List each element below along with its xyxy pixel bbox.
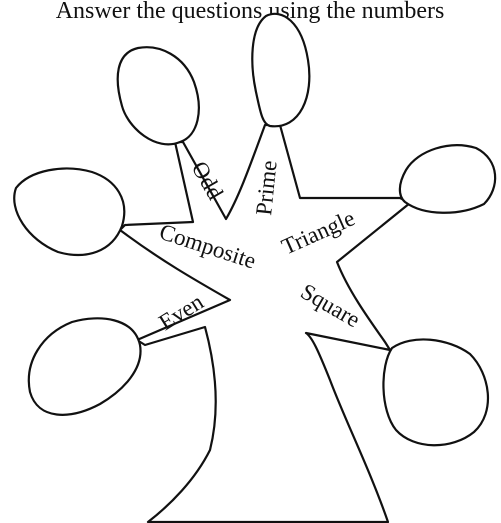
composite-fruit [13, 167, 126, 256]
prime-fruit [251, 12, 311, 128]
prime-label: Prime [251, 159, 282, 216]
tree-trunk [118, 123, 412, 523]
even-fruit [27, 317, 142, 416]
odd-fruit [116, 46, 200, 146]
triangle-fruit [398, 144, 497, 214]
square-fruit [382, 338, 489, 447]
instruction-text: Answer the questions using the numbers [56, 0, 445, 24]
